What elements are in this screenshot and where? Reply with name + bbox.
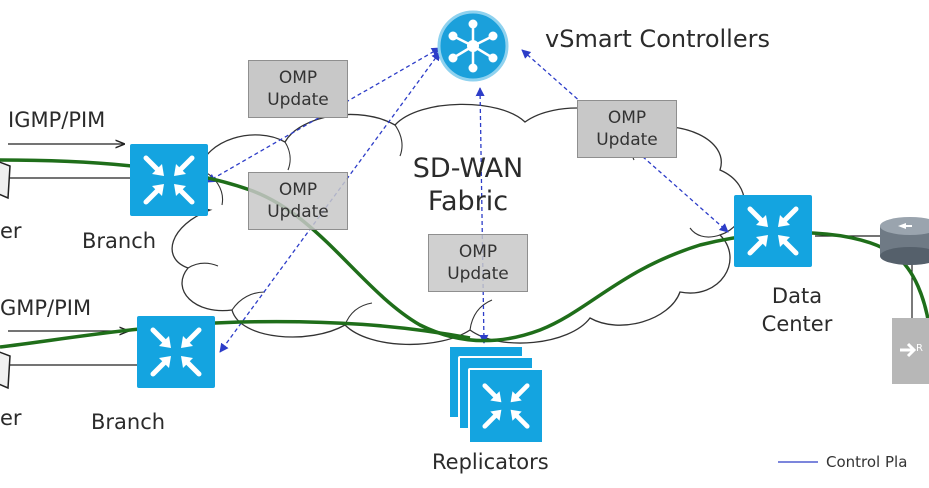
omp-line2: Update xyxy=(267,202,329,222)
data-center-switch-arrows-icon xyxy=(734,195,812,267)
branch-bottom-switch-arrows-icon xyxy=(137,316,215,388)
omp-line1: OMP xyxy=(607,108,647,128)
omp-line2: Update xyxy=(447,264,509,284)
data-plane-path-bottom xyxy=(0,319,471,349)
receiver-top-device-icon xyxy=(0,161,11,200)
legend-control-plane-label: Control Pla xyxy=(826,453,908,471)
omp-line2: Update xyxy=(596,130,658,150)
dc-line1: Data xyxy=(771,284,823,308)
omp-line2: Update xyxy=(267,90,329,110)
fabric-line2: Fabric xyxy=(427,186,509,217)
vsmart-hub-icon xyxy=(437,10,509,82)
router-partial-label: R xyxy=(916,343,923,354)
branch-top-label: Branch xyxy=(82,229,157,253)
data-plane-path-top xyxy=(0,158,929,343)
igmp-pim-label-bottom: GMP/PIM xyxy=(0,296,92,320)
replicators-label: Replicators xyxy=(432,450,549,474)
omp-line1: OMP xyxy=(458,242,498,262)
router-icon xyxy=(880,217,929,265)
replicator-front-switch-arrows-icon xyxy=(468,368,544,444)
grey-switch-icon xyxy=(892,318,929,384)
omp-line1: OMP xyxy=(278,68,318,88)
receiver-bottom-label: er xyxy=(0,406,22,430)
receiver-bottom-device-icon xyxy=(0,351,11,390)
omp-update-box-3: OMP Update xyxy=(428,234,528,292)
omp-update-box-2: OMP Update xyxy=(248,172,348,230)
branch-bottom-label: Branch xyxy=(91,410,166,434)
fabric-line1: SD-WAN xyxy=(412,153,524,184)
branch-top-switch-arrows-icon xyxy=(130,144,208,216)
omp-update-box-4: OMP Update xyxy=(577,100,677,158)
omp-line1: OMP xyxy=(278,180,318,200)
sdwan-fabric-label: SD-WAN Fabric xyxy=(398,152,538,218)
receiver-top-label: er xyxy=(0,219,22,243)
data-center-label: Data Center xyxy=(752,282,842,338)
dc-line2: Center xyxy=(761,312,833,336)
igmp-pim-label-top: IGMP/PIM xyxy=(8,108,106,132)
vsmart-controllers-label: vSmart Controllers xyxy=(545,25,770,53)
omp-update-box-1: OMP Update xyxy=(248,60,348,118)
